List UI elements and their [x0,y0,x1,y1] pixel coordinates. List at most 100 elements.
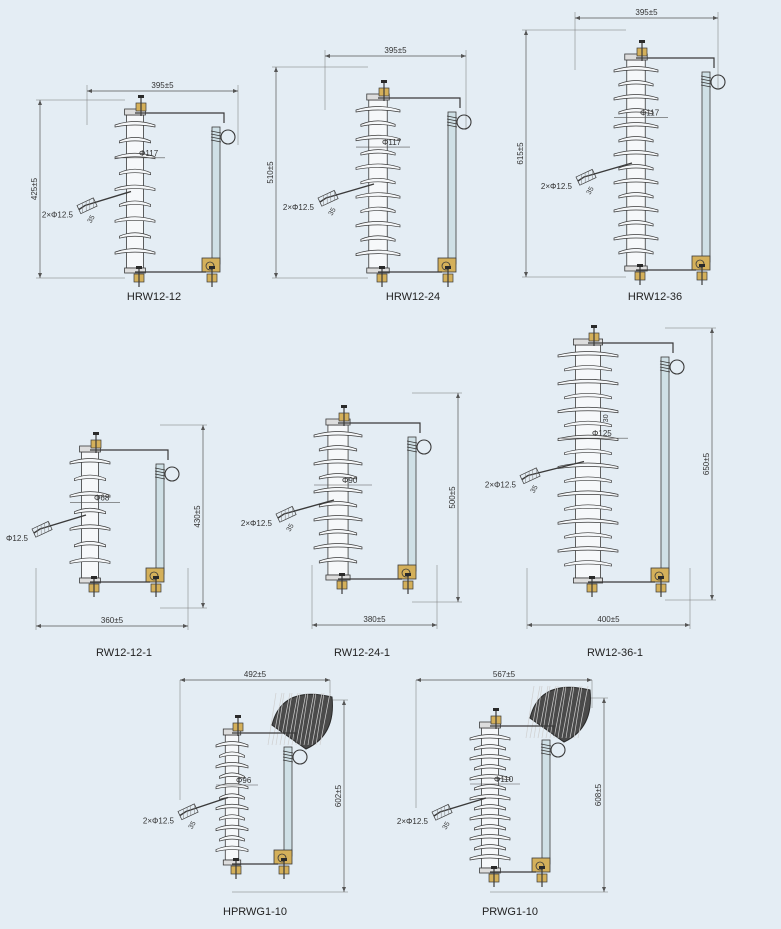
insulator-shed [618,192,654,199]
terminal-nut [379,266,385,269]
spring-coil [282,753,294,757]
bracket-plate [317,189,339,207]
diameter-dimension-label: Φ125 [592,429,612,438]
insulator-shed [557,406,619,414]
insulator-shed [215,782,249,790]
bracket-plate [31,520,53,538]
spacing-dimension-label: 35 [188,820,198,830]
hatch [323,195,324,206]
pull-ring [220,129,236,145]
spring-coil [210,130,222,134]
shield-mesh [271,692,283,746]
insulator-shed [613,66,659,73]
hatch [330,192,332,202]
fuse-tube [701,71,711,263]
width-dimension-label: 395±5 [151,81,174,90]
insulator-shed [360,206,396,213]
width-dimension-label: 492±5 [244,670,267,679]
insulator-shed [613,94,659,101]
insulator-shed [219,772,245,779]
insulator-shed [355,163,401,170]
insulator-shed [215,741,249,748]
insulator-cap [624,53,648,61]
pull-ring [669,359,685,375]
insulator-shed [119,200,151,207]
insulator-shed [618,136,654,143]
height-dimension-label: 430±5 [193,505,202,528]
diameter-dimension-label: Φ90 [342,476,358,485]
hatch [584,172,586,183]
shield-mesh [525,685,535,739]
upper-contact-bracket [90,449,169,460]
spring-coil [659,363,671,367]
shield-mesh [557,685,567,739]
model-label: HRW12-12 [127,291,181,303]
spacing-dimension-label: 35 [586,186,596,196]
spring-coil [154,467,166,471]
hole-dimension-label: 2×Φ12.5 [541,182,573,191]
insulator-shed [313,459,363,466]
diameter-dimension-label: Φ110 [494,775,514,784]
spring-coil [282,750,294,754]
width-dimension-label: 395±5 [635,8,658,17]
spring-coil [446,118,458,122]
pull-ring [164,466,180,482]
hatch [532,469,534,480]
insulator-cap [479,867,501,874]
hatch [194,803,195,814]
spring-coil [540,743,552,747]
terminal-nut [699,264,705,267]
insulator-shed [557,490,619,497]
terminal-nut [658,576,664,579]
hatch [536,467,537,478]
spring-coil [282,756,294,760]
width-dimension-label: 360±5 [101,616,124,625]
model-label: RW12-12-1 [96,647,152,659]
hatch [37,526,38,537]
hatch [437,809,438,820]
hatch [592,169,593,180]
spring-coil [282,759,294,763]
hatch [292,506,293,517]
insulator-shed [557,379,619,386]
hatch [288,508,290,518]
insulator-shed [318,529,358,536]
insulator-shed [360,149,396,156]
pull-ring [416,439,432,455]
insulator-shed [613,178,659,185]
shield-mesh [311,692,323,746]
height-dimension-label: 615±5 [516,142,525,165]
insulator-shed [618,80,654,87]
insulator-cap [624,265,648,272]
hatch [281,511,282,522]
hatch [82,202,83,213]
height-dimension-label: 500±5 [448,486,457,509]
mounting-bracket [577,162,633,182]
spring-coil [659,369,671,373]
hatch [186,807,188,818]
insulator-shed [618,108,654,115]
spacing-dimension-label: 35 [530,484,540,494]
shield-mesh [283,692,293,746]
spring-coil [700,78,712,82]
shield-mesh [565,685,575,739]
insulator-shed [313,487,363,494]
insulator-shed [215,824,249,832]
shield-mesh [299,692,309,746]
insulator-shed [564,560,612,567]
hatch [85,201,87,212]
diameter-dimension-label: Φ68 [94,493,110,502]
insulator-shed [114,216,156,223]
insulator-shed [355,249,401,257]
terminal-nut [445,266,451,269]
insulator-shed [557,351,619,358]
insulator-shed [219,814,245,821]
spacing-dimension-label: 35 [328,207,338,217]
terminal-nut [138,95,144,98]
hatch [190,805,192,816]
